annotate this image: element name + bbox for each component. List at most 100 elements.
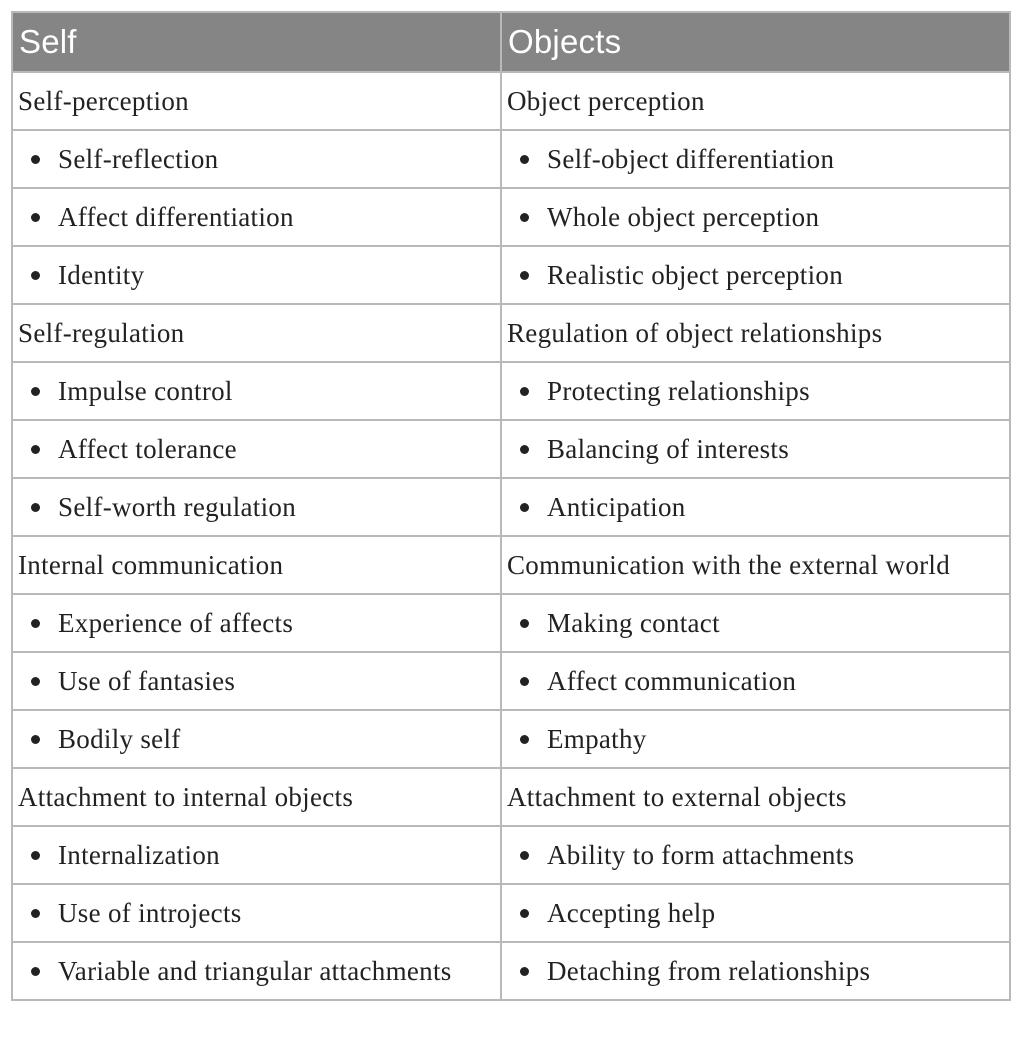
objects-cell-text: Making contact [547,607,720,638]
table-row-subitem: Identity Realistic object perception [11,245,1011,305]
bullet-icon [520,966,529,976]
bullet-icon [520,908,529,918]
objects-cell: Balancing of interests [500,419,1011,479]
self-cell-text: Impulse control [58,375,233,406]
objects-cell-text: Self-object differentiation [547,143,835,174]
self-cell-text: Internalization [58,839,220,870]
objects-cell: Detaching from relationships [500,941,1011,1001]
bullet-icon [31,386,40,396]
bullet-icon [520,676,529,686]
table-row-category: Self-perception Object perception [11,71,1011,131]
table-row-subitem: Use of introjects Accepting help [11,883,1011,943]
objects-cell: Object perception [500,71,1011,131]
objects-cell-text: Affect communication [547,665,797,696]
bullet-icon [31,908,40,918]
self-cell: Self-perception [11,71,502,131]
self-objects-table: Self Objects Self-perception Object perce… [11,11,1011,1001]
objects-cell: Accepting help [500,883,1011,943]
bullet-icon [31,502,40,512]
objects-cell-text: Attachment to external objects [507,781,847,812]
objects-cell: Communication with the external world [500,535,1011,595]
self-cell-text: Use of fantasies [58,665,236,696]
objects-cell: Realistic object perception [500,245,1011,305]
objects-cell-text: Ability to form attachments [547,839,855,870]
table-row-category: Attachment to internal objects Attachment… [11,767,1011,827]
self-cell-text: Self-perception [18,85,189,116]
objects-cell-text: Communication with the external world [507,549,951,580]
objects-cell-text: Anticipation [547,491,686,522]
bullet-icon [31,676,40,686]
header-objects: Objects [500,11,1011,73]
objects-cell-text: Empathy [547,723,647,754]
objects-cell-text: Regulation of object relationships [507,317,883,348]
objects-cell-text: Detaching from relationships [547,955,871,986]
objects-cell: Making contact [500,593,1011,653]
table-row-subitem: Bodily self Empathy [11,709,1011,769]
self-cell: Experience of affects [11,593,502,653]
self-cell-text: Use of introjects [58,897,242,928]
table-row-subitem: Self-worth regulation Anticipation [11,477,1011,537]
table-row-subitem: Affect tolerance Balancing of interests [11,419,1011,479]
bullet-icon [31,212,40,222]
self-cell: Bodily self [11,709,502,769]
objects-cell-text: Whole object perception [547,201,820,232]
self-cell: Self-reflection [11,129,502,189]
self-cell-text: Self-worth regulation [58,491,296,522]
self-cell: Self-regulation [11,303,502,363]
bullet-icon [520,850,529,860]
self-cell: Self-worth regulation [11,477,502,537]
objects-cell: Affect communication [500,651,1011,711]
table-container: Self Objects Self-perception Object perce… [11,11,1011,1001]
self-cell: Impulse control [11,361,502,421]
self-cell-text: Variable and triangular attachments [58,955,452,986]
objects-cell: Self-object differentiation [500,129,1011,189]
objects-cell: Empathy [500,709,1011,769]
table-row-subitem: Variable and triangular attachments Detac… [11,941,1011,1001]
self-cell: Identity [11,245,502,305]
bullet-icon [520,502,529,512]
self-cell: Internalization [11,825,502,885]
bullet-icon [31,154,40,164]
self-cell: Attachment to internal objects [11,767,502,827]
bullet-icon [520,734,529,744]
table-row-subitem: Affect differentiation Whole object perce… [11,187,1011,247]
objects-cell-text: Accepting help [547,897,716,928]
bullet-icon [31,734,40,744]
self-cell-text: Self-reflection [58,143,219,174]
bullet-icon [31,270,40,280]
bullet-icon [520,386,529,396]
header-row: Self Objects [11,11,1011,73]
self-cell: Internal communication [11,535,502,595]
bullet-icon [31,966,40,976]
bullet-icon [31,850,40,860]
bullet-icon [520,212,529,222]
bullet-icon [31,444,40,454]
bullet-icon [520,154,529,164]
objects-cell-text: Object perception [507,85,705,116]
objects-cell-text: Balancing of interests [547,433,790,464]
objects-cell: Regulation of object relationships [500,303,1011,363]
bullet-icon [520,444,529,454]
self-cell-text: Attachment to internal objects [18,781,354,812]
table-row-subitem: Self-reflection Self-object differentiati… [11,129,1011,189]
objects-cell: Anticipation [500,477,1011,537]
self-cell-text: Self-regulation [18,317,185,348]
self-cell: Use of introjects [11,883,502,943]
self-cell-text: Experience of affects [58,607,294,638]
table-row-category: Self-regulation Regulation of object rela… [11,303,1011,363]
objects-cell: Protecting relationships [500,361,1011,421]
header-self: Self [11,11,502,73]
bullet-icon [31,618,40,628]
bullet-icon [520,618,529,628]
self-cell: Use of fantasies [11,651,502,711]
objects-cell-text: Protecting relationships [547,375,810,406]
self-cell: Affect differentiation [11,187,502,247]
table-row-subitem: Experience of affects Making contact [11,593,1011,653]
objects-cell-text: Realistic object perception [547,259,843,290]
objects-cell: Whole object perception [500,187,1011,247]
self-cell: Affect tolerance [11,419,502,479]
self-cell-text: Affect differentiation [58,201,294,232]
table-row-subitem: Impulse control Protecting relationships [11,361,1011,421]
self-cell-text: Identity [58,259,145,290]
